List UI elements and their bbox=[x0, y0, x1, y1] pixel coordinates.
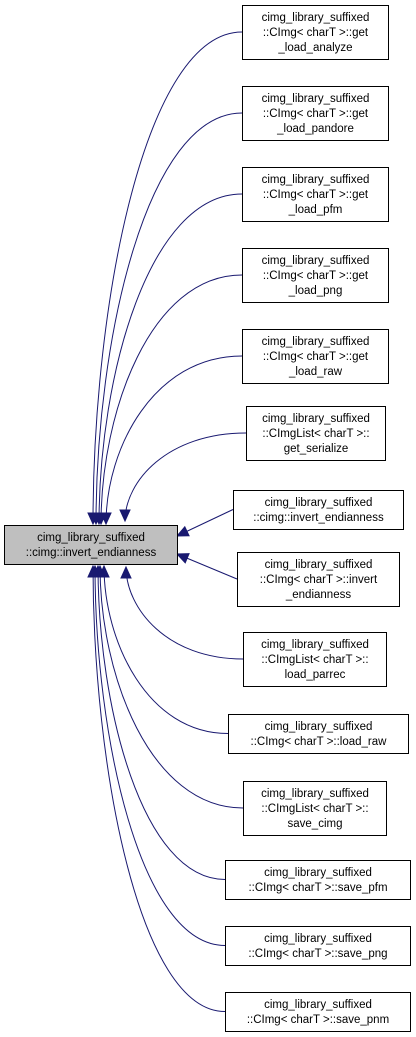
node-get-load-png[interactable]: cimg_library_suffixed::CImg< charT >::ge… bbox=[242, 248, 389, 303]
node-box bbox=[243, 632, 387, 687]
node-label-line: ::CImgList< charT >:: bbox=[261, 654, 368, 666]
node-box bbox=[228, 714, 409, 754]
edge-3 bbox=[100, 274, 243, 525]
node-label-line: cimg_library_suffixed bbox=[264, 867, 372, 879]
node-box bbox=[225, 992, 411, 1032]
node-cimg-invert-endianness[interactable]: cimg_library_suffixed::cimg::invert_endi… bbox=[233, 490, 404, 530]
edge-13 bbox=[92, 565, 226, 1012]
node-label-line: cimg_library_suffixed bbox=[265, 559, 373, 571]
arrowhead bbox=[100, 512, 112, 526]
edge-12 bbox=[94, 565, 226, 946]
node-label-line: cimg_library_suffixed bbox=[262, 413, 370, 425]
node-focus[interactable]: cimg_library_suffixed::cimg::invert_endi… bbox=[4, 525, 178, 565]
node-label-line: ::CImg< charT >::invert bbox=[260, 574, 378, 586]
node-label-line: load_parrec bbox=[285, 669, 346, 681]
node-label-line: ::CImg< charT >::get bbox=[263, 351, 369, 363]
node-get-load-pandore[interactable]: cimg_library_suffixed::CImg< charT >::ge… bbox=[242, 86, 389, 141]
edge-5 bbox=[124, 432, 247, 522]
node-load-raw[interactable]: cimg_library_suffixed::CImg< charT >::lo… bbox=[228, 714, 409, 754]
node-label-line: cimg_library_suffixed bbox=[265, 497, 373, 509]
edge-0 bbox=[92, 31, 243, 525]
node-cimg-invert-endianness-member[interactable]: cimg_library_suffixed::CImg< charT >::in… bbox=[237, 552, 400, 607]
node-label-line: ::CImg< charT >::save_png bbox=[248, 948, 387, 960]
edge-4 bbox=[105, 355, 243, 525]
node-label-line: ::CImg< charT >::save_pfm bbox=[248, 882, 387, 894]
node-label-line: cimg_library_suffixed bbox=[264, 933, 372, 945]
node-label-line: ::CImg< charT >::get bbox=[263, 27, 369, 39]
node-box bbox=[243, 781, 387, 836]
node-label-line: cimg_library_suffixed bbox=[262, 174, 370, 186]
node-box bbox=[4, 525, 178, 565]
node-label-line: cimg_library_suffixed bbox=[262, 336, 370, 348]
node-label-line: ::CImg< charT >::get bbox=[263, 270, 369, 282]
edge-9 bbox=[103, 565, 229, 734]
node-label-line: ::CImg< charT >::load_raw bbox=[251, 736, 388, 748]
edge-8 bbox=[125, 566, 244, 660]
node-box bbox=[242, 248, 389, 303]
edge-11 bbox=[97, 565, 226, 880]
arrowhead bbox=[175, 553, 190, 564]
edge-10 bbox=[99, 565, 244, 809]
node-label-line: _endianness bbox=[285, 589, 351, 601]
node-label-line: ::CImgList< charT >:: bbox=[261, 803, 368, 815]
node-label-line: cimg_library_suffixed bbox=[262, 255, 370, 267]
node-label-line: cimg_library_suffixed bbox=[262, 93, 370, 105]
node-label-line: cimg_library_suffixed bbox=[265, 721, 373, 733]
node-label-line: _load_pandore bbox=[276, 123, 354, 135]
node-save-pfm[interactable]: cimg_library_suffixed::CImg< charT >::sa… bbox=[225, 860, 411, 900]
node-label-line: cimg_library_suffixed bbox=[264, 999, 372, 1011]
node-label-line: cimg_library_suffixed bbox=[262, 12, 370, 24]
node-label-line: ::CImg< charT >::get bbox=[263, 189, 369, 201]
node-label-line: save_cimg bbox=[288, 818, 343, 830]
node-label-line: _load_pfm bbox=[288, 204, 343, 216]
arrowhead bbox=[175, 525, 190, 537]
node-box bbox=[242, 167, 389, 222]
edge-2 bbox=[98, 193, 243, 525]
edges-layer bbox=[87, 31, 247, 1012]
node-label-line: cimg_library_suffixed bbox=[261, 788, 369, 800]
nodes-layer: cimg_library_suffixed::cimg::invert_endi… bbox=[4, 5, 411, 1032]
node-label-line: ::cimg::invert_endianness bbox=[26, 547, 157, 559]
node-box bbox=[246, 406, 386, 461]
node-label-line: ::cimg::invert_endianness bbox=[253, 512, 384, 524]
node-label-line: cimg_library_suffixed bbox=[37, 532, 145, 544]
node-get-load-analyze[interactable]: cimg_library_suffixed::CImg< charT >::ge… bbox=[242, 5, 389, 60]
node-label-line: ::CImgList< charT >:: bbox=[262, 428, 369, 440]
node-label-line: _load_analyze bbox=[277, 42, 352, 54]
node-label-line: cimg_library_suffixed bbox=[261, 639, 369, 651]
node-box bbox=[237, 552, 400, 607]
edge-1 bbox=[95, 112, 243, 525]
node-box bbox=[225, 860, 411, 900]
node-label-line: _load_raw bbox=[288, 366, 343, 378]
node-get-load-pfm[interactable]: cimg_library_suffixed::CImg< charT >::ge… bbox=[242, 167, 389, 222]
node-label-line: ::CImg< charT >::save_pnm bbox=[247, 1014, 389, 1026]
node-save-pnm[interactable]: cimg_library_suffixed::CImg< charT >::sa… bbox=[225, 992, 411, 1032]
arrowhead bbox=[120, 565, 132, 579]
node-cimglist-save-cimg[interactable]: cimg_library_suffixed::CImgList< charT >… bbox=[243, 781, 387, 836]
node-box bbox=[225, 926, 411, 966]
node-get-load-raw[interactable]: cimg_library_suffixed::CImg< charT >::ge… bbox=[242, 329, 389, 384]
node-label-line: ::CImg< charT >::get bbox=[263, 108, 369, 120]
node-box bbox=[242, 329, 389, 384]
node-box bbox=[233, 490, 404, 530]
arrowhead bbox=[119, 509, 131, 523]
node-save-png[interactable]: cimg_library_suffixed::CImg< charT >::sa… bbox=[225, 926, 411, 966]
node-box bbox=[242, 5, 389, 60]
node-box bbox=[242, 86, 389, 141]
arrowhead bbox=[87, 564, 99, 578]
node-label-line: _load_png bbox=[288, 285, 343, 297]
node-label-line: get_serialize bbox=[284, 443, 349, 455]
node-cimglist-load-parrec[interactable]: cimg_library_suffixed::CImgList< charT >… bbox=[243, 632, 387, 687]
node-cimglist-get-serialize[interactable]: cimg_library_suffixed::CImgList< charT >… bbox=[246, 406, 386, 461]
